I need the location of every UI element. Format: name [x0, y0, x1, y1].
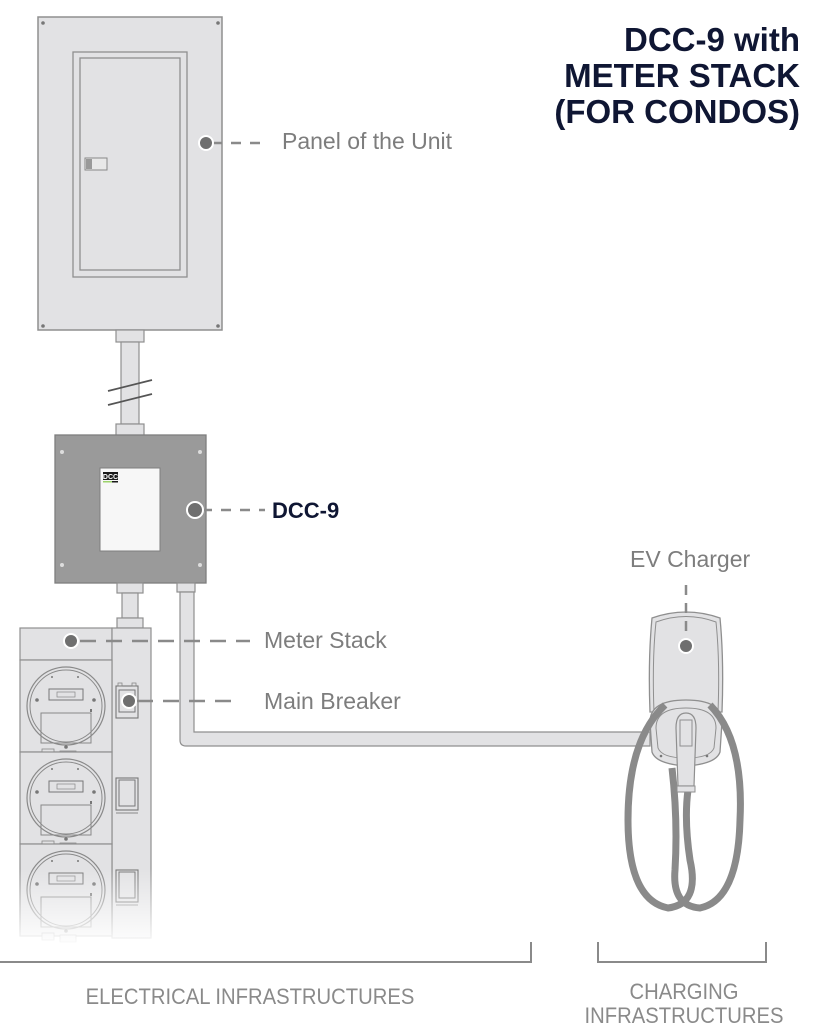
callout-dcc: [186, 501, 265, 519]
label-dcc-9: DCC-9: [272, 498, 340, 523]
dcc-logo-badge: [103, 472, 118, 480]
callout-dot: [63, 633, 79, 649]
callout-meter-stack: [63, 633, 250, 649]
callout-dot: [678, 638, 694, 654]
dcc-9-unit: DCC: [54, 434, 207, 584]
title-line-2: METER STACK: [564, 57, 800, 94]
conduit-dcc-to-charger: [176, 582, 651, 747]
category-charging-line-2: INFRASTRUCTURES: [584, 1003, 784, 1028]
label-meter-stack: Meter Stack: [264, 627, 387, 653]
label-panel-of-unit: Panel of the Unit: [282, 128, 453, 154]
category-electrical: ELECTRICAL INFRASTRUCTURES: [85, 984, 415, 1009]
panel-latch-icon: [84, 157, 108, 171]
title-line-3: (FOR CONDOS): [554, 93, 800, 130]
category-charging-line-1: CHARGING: [629, 979, 739, 1004]
break-mark: [107, 379, 153, 392]
callout-main-breaker: [121, 693, 240, 709]
ev-charger: [624, 611, 744, 912]
conduit-panel-to-dcc: [107, 329, 153, 437]
dcc-logo-text: DCC: [103, 474, 118, 481]
callout-ev-charger: [678, 585, 694, 654]
unit-panel: [37, 16, 223, 331]
callout-dot: [186, 501, 204, 519]
label-main-breaker: Main Breaker: [264, 688, 401, 714]
bracket-charging: [597, 942, 767, 963]
fade-overlay: [0, 628, 160, 948]
category-charging: CHARGING INFRASTRUCTURES: [575, 980, 792, 1028]
meter-stack: [0, 627, 160, 948]
callout-dot: [198, 135, 214, 151]
title-line-1: DCC-9 with: [624, 21, 800, 58]
callout-panel: [198, 135, 265, 151]
callout-dot: [121, 693, 137, 709]
label-ev-charger: EV Charger: [630, 546, 751, 572]
conduit-dcc-to-meter: [116, 582, 144, 629]
bracket-electrical: [0, 942, 532, 963]
diagram-title: DCC-9 with METER STACK (FOR CONDOS): [554, 22, 800, 130]
